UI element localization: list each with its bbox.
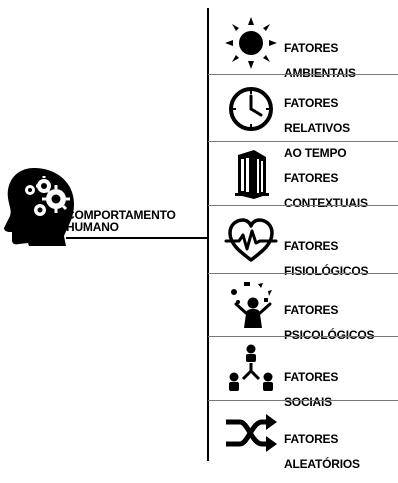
factor-label-line2: PSICOLÓGICOS (284, 327, 375, 342)
divider (208, 336, 398, 337)
factor-label-line1: FATORES (284, 302, 339, 317)
factor-sociais: FATORES SOCIAIS (208, 337, 398, 408)
factor-label-line1: FATORES (284, 238, 339, 253)
factor-label-line2: RELATIVOS (284, 120, 350, 135)
factor-label-line1: FATORES (284, 170, 339, 185)
factor-label-line1: FATORES (284, 40, 339, 55)
root-label-line1: COMPORTAMENTO (66, 208, 176, 222)
factor-label: FATORES AMBIENTAIS (284, 29, 356, 92)
sun-icon (224, 16, 278, 70)
juggling-person-icon (224, 278, 278, 332)
factor-aleatorios: FATORES ALEATÓRIOS (208, 401, 398, 470)
factor-psicologicos: FATORES PSICOLÓGICOS (208, 274, 398, 341)
building-icon (224, 147, 278, 201)
factor-label: FATORES SOCIAIS (284, 358, 338, 421)
factor-label-line2: AMBIENTAIS (284, 65, 356, 80)
divider (208, 400, 398, 401)
connector-line (66, 237, 208, 239)
factor-label-line1: FATORES (284, 431, 339, 446)
people-network-icon (224, 341, 278, 395)
root-label-line2: HUMANO (66, 220, 119, 234)
divider (208, 74, 398, 75)
heart-pulse-icon (224, 213, 278, 267)
factor-tempo: FATORES RELATIVOS AO TEMPO (208, 75, 398, 159)
factor-contextuais: FATORES CONTEXTUAIS (208, 142, 398, 209)
branch-spine (207, 8, 209, 461)
factor-label: FATORES RELATIVOS AO TEMPO (284, 84, 350, 172)
factor-label: FATORES ALEATÓRIOS (284, 420, 360, 483)
divider (208, 205, 398, 206)
factor-label-line2: SOCIAIS (284, 394, 332, 409)
factor-label-line3: AO TEMPO (284, 145, 347, 160)
factor-label: FATORES PSICOLÓGICOS (284, 291, 374, 354)
divider (208, 273, 398, 274)
shuffle-icon (224, 406, 278, 460)
divider (208, 141, 398, 142)
factor-fisiologicos: FATORES FISIOLÓGICOS (208, 206, 398, 277)
factor-label-line1: FATORES (284, 95, 339, 110)
root-label: COMPORTAMENTO HUMANO (66, 209, 216, 233)
factor-label-line1: FATORES (284, 369, 339, 384)
factor-ambientais: FATORES AMBIENTAIS (208, 8, 398, 79)
clock-icon (224, 82, 278, 136)
head-gears-icon (4, 166, 76, 246)
